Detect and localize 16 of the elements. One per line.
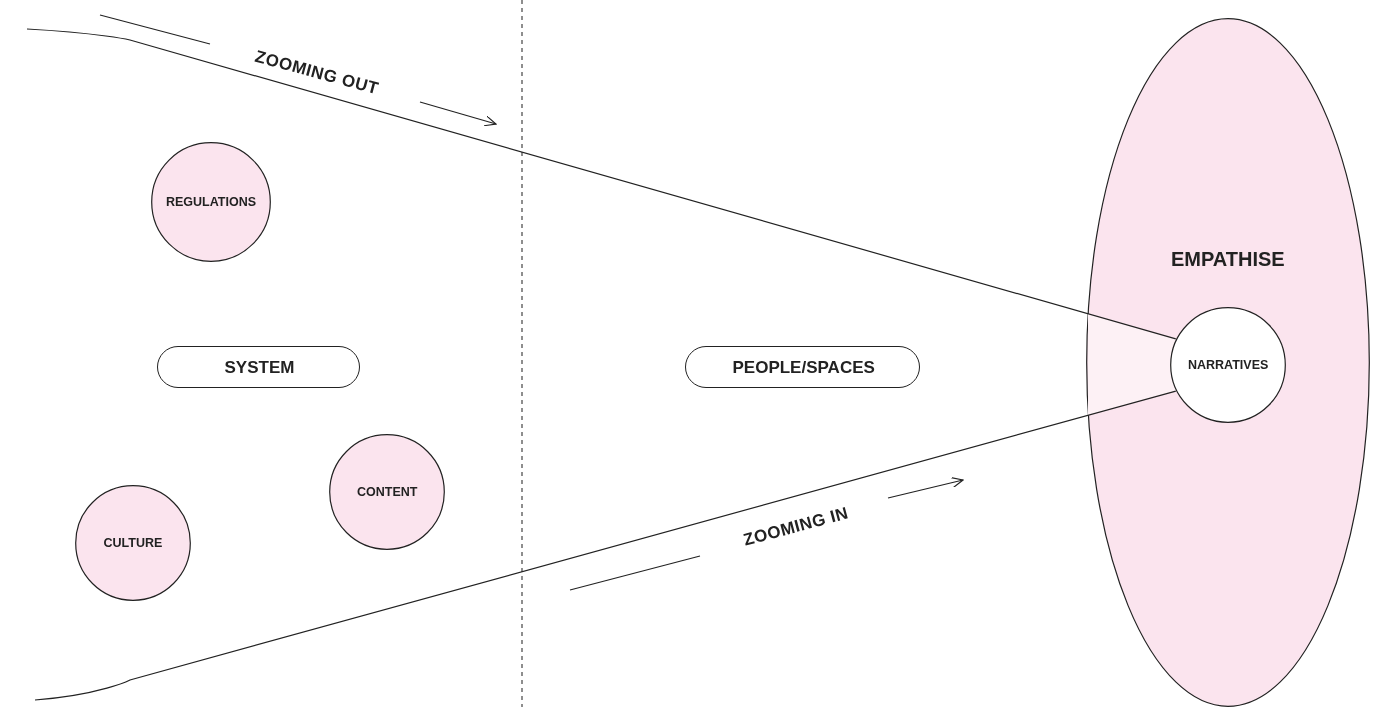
circle-node bbox=[1170, 307, 1286, 423]
node-label: NARRATIVES bbox=[1188, 358, 1269, 372]
node-label: EMPATHISE bbox=[1171, 248, 1285, 271]
circle-node bbox=[329, 434, 445, 550]
circle-node bbox=[75, 485, 191, 601]
node-label: REGULATIONS bbox=[166, 195, 257, 209]
node-label: PEOPLE/SPACES bbox=[732, 358, 875, 378]
node-label: SYSTEM bbox=[224, 358, 295, 378]
pill-node bbox=[685, 346, 920, 388]
funnel-line bbox=[26, 28, 1177, 340]
node-label: CULTURE bbox=[103, 536, 163, 550]
pill-node bbox=[157, 346, 360, 388]
node-label: CONTENT bbox=[357, 485, 418, 499]
funnel-line bbox=[34, 390, 1177, 701]
circle-node bbox=[151, 142, 271, 262]
ellipse-node bbox=[1086, 18, 1370, 707]
